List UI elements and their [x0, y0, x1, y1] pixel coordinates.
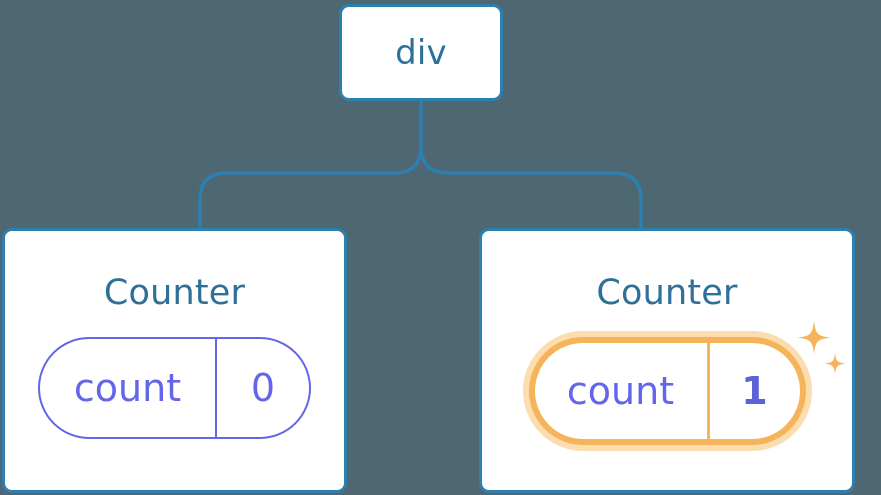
- connector-branch-right: [419, 144, 643, 230]
- state-pill-key-right: count: [566, 369, 675, 413]
- root-node-label: div: [395, 32, 447, 73]
- tree-node-counter-left[interactable]: Counter count 0: [2, 228, 347, 493]
- state-pill-wrapper-right: count 1: [528, 321, 846, 445]
- tree-node-counter-right[interactable]: Counter count 1: [479, 228, 855, 493]
- state-pill-wrapper-left: count 0: [38, 337, 311, 439]
- state-pill-left[interactable]: count 0: [38, 337, 311, 439]
- state-pill-key-left: count: [73, 366, 182, 410]
- counter-left-title: Counter: [103, 273, 246, 313]
- tree-node-root[interactable]: div: [339, 4, 503, 101]
- state-pill-right[interactable]: count 1: [528, 337, 806, 445]
- state-pill-value-right: 1: [706, 343, 800, 439]
- state-pill-value-left: 0: [215, 339, 309, 437]
- counter-right-title: Counter: [596, 273, 738, 313]
- connector-branch-left: [198, 144, 423, 230]
- sparkle-icon: [796, 321, 831, 355]
- sparkle-small-icon: [823, 353, 846, 375]
